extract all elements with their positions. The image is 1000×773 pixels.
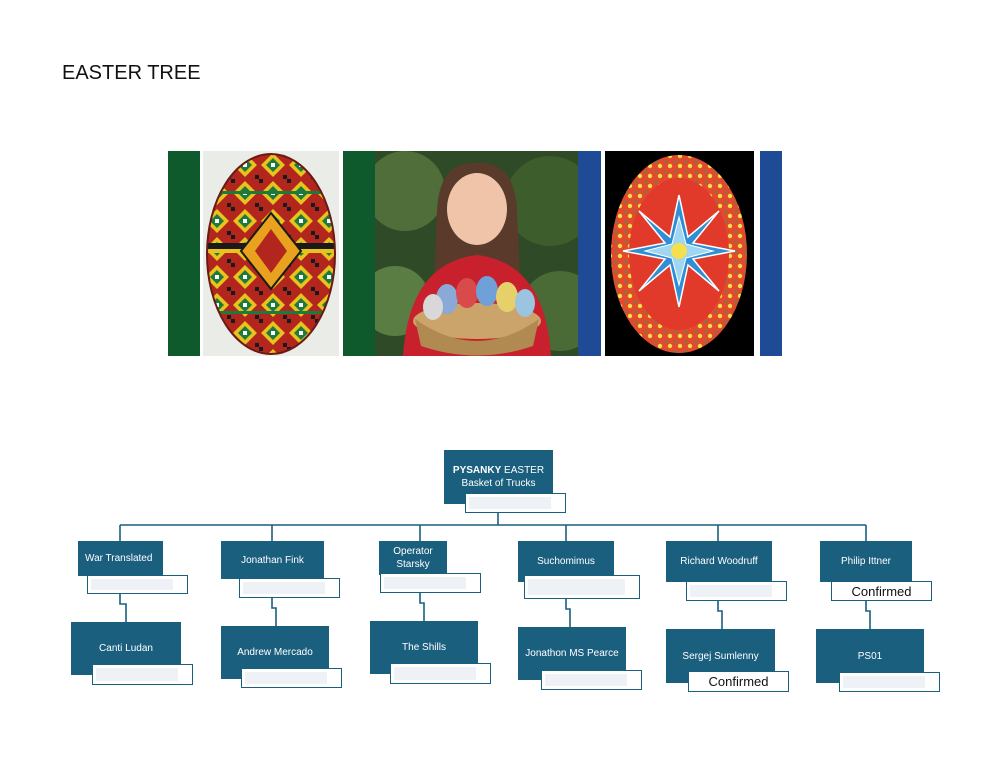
star-pysanka-egg-icon — [605, 151, 754, 356]
child-connector-1 — [119, 594, 127, 622]
child-connector-4 — [565, 599, 571, 627]
branch-node-2: Jonathan Fink — [221, 541, 324, 579]
geometric-pysanka-egg-icon — [206, 153, 336, 355]
branch-status-box-2 — [239, 578, 340, 598]
root-status-box — [465, 493, 566, 513]
branch-node-1: War Translated — [78, 541, 163, 576]
child-status-box-4 — [541, 670, 642, 690]
child-connector-2 — [271, 598, 277, 626]
page-title: EASTER TREE — [62, 62, 201, 84]
branch-node-5: Richard Woodruff — [666, 541, 772, 582]
person-photo-icon — [375, 151, 578, 356]
child-connector-5 — [717, 601, 723, 629]
branch-status-box-6: Confirmed — [831, 581, 932, 601]
branch-status-box-4 — [524, 575, 640, 599]
green-stripe-left — [168, 151, 200, 356]
root-title: PYSANKY EASTER — [452, 465, 545, 476]
child-connector-3 — [419, 593, 425, 621]
blue-stripe-middle — [578, 151, 601, 356]
woman-with-egg-basket-photo — [375, 151, 578, 356]
branch-status-box-3 — [380, 573, 481, 593]
child-status-box-5: Confirmed — [688, 671, 789, 692]
banner-image-strip — [168, 151, 782, 356]
green-stripe-middle — [343, 151, 375, 356]
child-status-box-2 — [241, 668, 342, 688]
child-status-box-6 — [839, 672, 940, 692]
blue-stripe-right — [760, 151, 782, 356]
branch-status-box-1 — [87, 575, 188, 594]
branch-node-3: Operator Starsky — [379, 541, 447, 575]
child-connector-6 — [865, 601, 871, 629]
child-status-box-3 — [390, 663, 491, 684]
pysanka-egg-right-photo — [605, 151, 754, 356]
pysanka-egg-left-photo — [203, 151, 339, 356]
root-subtitle: Basket of Trucks — [461, 478, 536, 489]
branch-node-6: Philip Ittner — [820, 541, 912, 582]
child-status-box-1 — [92, 664, 193, 685]
branch-status-box-5 — [686, 581, 787, 601]
